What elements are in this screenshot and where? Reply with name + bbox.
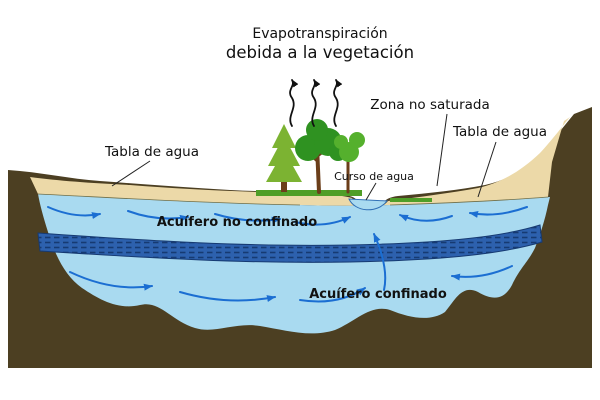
evapotranspiration-arrows bbox=[289, 79, 343, 127]
flow-arrow bbox=[214, 213, 281, 224]
flow-arrow bbox=[127, 210, 189, 222]
pointer-tabla-de-agua-right bbox=[477, 141, 497, 198]
pointer-curso-de-agua bbox=[365, 182, 377, 201]
flow-arrow bbox=[47, 206, 101, 219]
conifer-tree bbox=[268, 136, 300, 166]
label-tabla-de-agua-left: Tabla de agua bbox=[104, 144, 199, 160]
flow-arrow bbox=[399, 214, 453, 222]
tree-trunk bbox=[281, 176, 287, 192]
tree-canopy bbox=[349, 132, 365, 148]
title-line-1: Evapotranspiración bbox=[252, 26, 387, 42]
grass-left bbox=[256, 190, 362, 196]
flow-arrow bbox=[373, 233, 387, 291]
tree-canopy bbox=[334, 135, 348, 149]
label-acuifero-confinado: Acuífero confinado bbox=[309, 287, 447, 302]
flow-arrow bbox=[451, 265, 513, 281]
grass-right bbox=[390, 198, 432, 202]
vegetation bbox=[266, 119, 365, 194]
evaporation-arrow bbox=[289, 79, 299, 127]
label-zona-no-saturada: Zona no saturada bbox=[370, 97, 490, 113]
flow-arrow bbox=[69, 271, 153, 291]
aquifer-water bbox=[38, 194, 550, 334]
stream bbox=[348, 198, 388, 211]
evaporation-arrow bbox=[333, 79, 343, 127]
water-table-line bbox=[37, 193, 549, 206]
groundwater-flow-arrows bbox=[47, 206, 528, 303]
confining-layer bbox=[37, 224, 543, 263]
conifer-tree bbox=[272, 124, 296, 148]
tree-canopy bbox=[306, 119, 328, 141]
label-curso-de-agua: Curso de agua bbox=[334, 170, 414, 183]
flow-arrow bbox=[469, 206, 528, 218]
label-acuifero-no-confinado: Acuífero no confinado bbox=[157, 215, 317, 230]
evaporation-arrow bbox=[311, 79, 321, 127]
title-line-2: debida a la vegetación bbox=[226, 43, 414, 62]
pointer-zona-no-saturada bbox=[436, 113, 448, 187]
pointer-tabla-de-agua-left bbox=[111, 160, 151, 187]
label-pointer-lines bbox=[111, 113, 497, 201]
flow-arrow bbox=[294, 216, 351, 226]
label-tabla-de-agua-right: Tabla de agua bbox=[452, 124, 547, 140]
flow-arrow bbox=[299, 287, 366, 303]
flow-arrow bbox=[179, 291, 276, 302]
